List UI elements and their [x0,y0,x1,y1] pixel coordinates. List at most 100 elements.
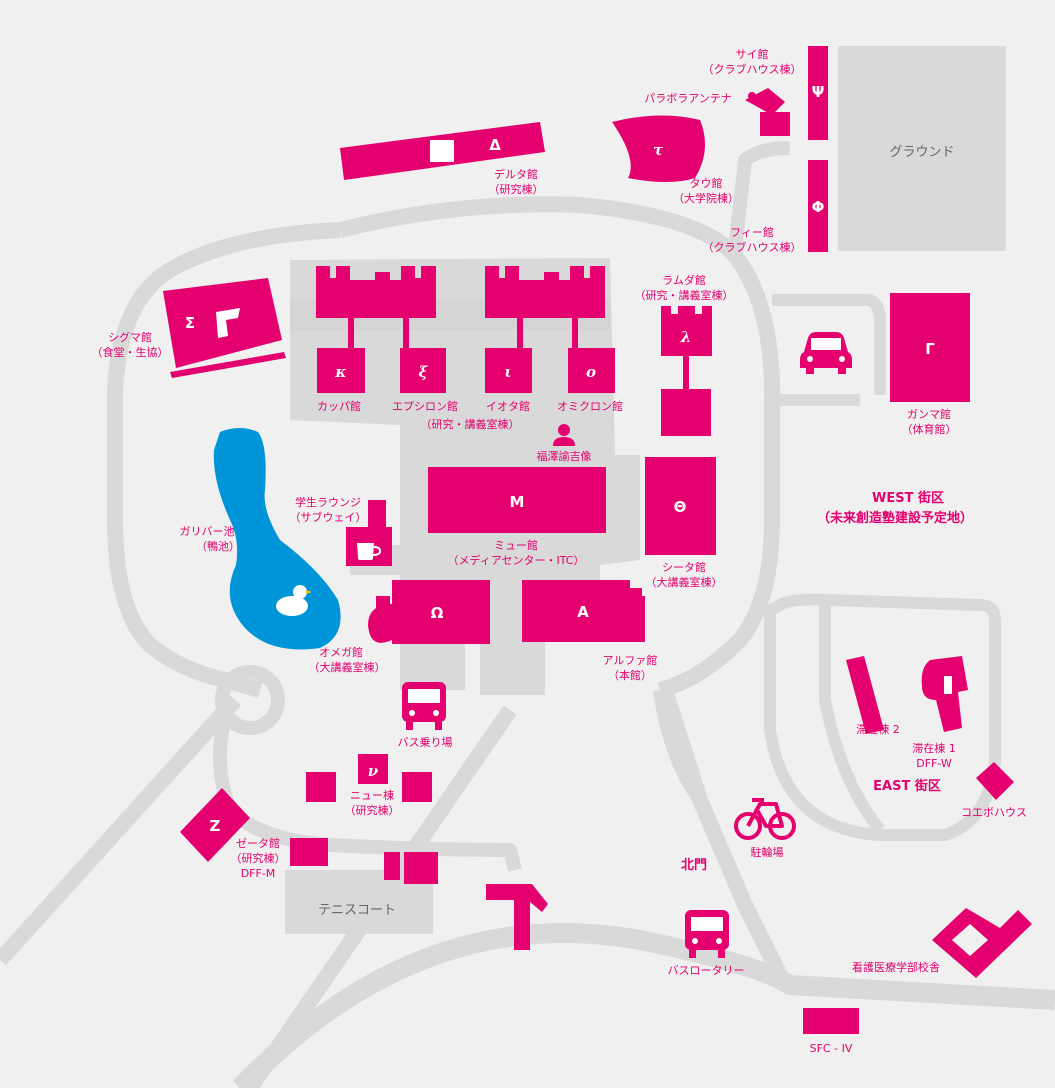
ground-area: グラウンド [838,46,1006,251]
svg-text:DFF-M: DFF-M [241,867,276,880]
bicycle-label: 駐輪場 [751,845,784,859]
svg-text:（研究棟）: （研究棟） [345,803,400,817]
svg-text:（研究・講義室棟）: （研究・講義室棟） [635,288,734,302]
nursing-building[interactable]: 看護医療学部校舎 [852,908,1032,978]
rotary-label: バスロータリー [668,964,745,977]
svg-text:（サブウェイ）: （サブウェイ） [290,510,367,524]
svg-text:デルタ館: デルタ館 [494,167,538,181]
omicron-building[interactable]: ο オミクロン館 [557,348,623,413]
bicycle-icon [734,798,796,840]
svg-text:（研究棟）: （研究棟） [231,851,286,865]
alpha-building[interactable]: Α アルファ館 （本館） [522,580,657,682]
svg-text:Φ: Φ [812,198,825,216]
svg-text:λ: λ [680,328,692,346]
svg-text:（研究棟）: （研究棟） [489,182,544,196]
west-district-label: WEST 街区 [872,490,944,506]
west-district-sub: （未来創造塾建設予定地） [817,510,973,526]
svg-text:シータ館: シータ館 [662,560,706,574]
svg-text:（メディアセンター・ITC）: （メディアセンター・ITC） [447,553,584,567]
bus-icon [402,682,446,730]
svg-text:パラボラアンテナ: パラボラアンテナ [644,92,732,105]
fukuzawa-label: 福澤諭吉像 [537,449,592,463]
iota-building[interactable]: ι イオタ館 [485,348,532,413]
sfc4-building[interactable]: SFC - IV [803,1008,859,1055]
zeta-building[interactable]: Z ゼータ館 （研究棟） DFF-M [180,788,328,880]
svg-text:アルファ館: アルファ館 [603,653,658,667]
svg-text:（大学院棟）: （大学院棟） [673,191,739,205]
coebo-house[interactable]: コエボハウス [961,762,1027,819]
svg-text:M: M [510,493,525,511]
lounge-building[interactable]: 学生ラウンジ （サブウェイ） [290,495,393,566]
svg-text:ニュー棟: ニュー棟 [350,788,394,802]
svg-text:Ψ: Ψ [812,83,825,101]
svg-text:τ: τ [653,141,664,159]
bus-stop-label: バス乗り場 [398,736,453,749]
svg-text:ガンマ館: ガンマ館 [907,407,951,421]
omega-building[interactable]: Ω オメガ館 （大講義室棟） [309,580,491,674]
svg-text:ガリバー池: ガリバー池 [180,525,235,538]
svg-text:κ: κ [334,363,346,381]
svg-text:滞在棟 2: 滞在棟 2 [856,722,900,736]
svg-text:テニスコート: テニスコート [318,903,396,918]
svg-text:エプシロン館: エプシロン館 [392,399,458,413]
svg-text:（体育館）: （体育館） [902,422,957,436]
svg-text:コエボハウス: コエボハウス [961,806,1027,819]
coffee-icon [357,543,382,560]
svg-text:オミクロン館: オミクロン館 [557,399,623,413]
nu-building[interactable]: ν ニュー棟 （研究棟） [306,754,432,817]
car-icon [800,332,852,374]
svg-text:ν: ν [368,762,379,780]
svg-text:Δ: Δ [489,136,501,154]
kappa-group-sub: （研究・講義室棟） [421,417,520,431]
svg-text:Α: Α [577,603,589,621]
svg-text:ラムダ館: ラムダ館 [662,273,706,287]
north-gate-label: 北門 [681,858,707,873]
svg-text:Θ: Θ [674,498,687,516]
kappa-building[interactable]: κ カッパ館 [317,348,365,413]
svg-text:（大講義室棟）: （大講義室棟） [646,575,723,589]
svg-text:（クラブハウス棟）: （クラブハウス棟） [703,240,802,254]
person-icon [553,424,575,446]
theta-building[interactable]: Θ シータ館 （大講義室棟） [645,457,723,589]
svg-text:DFF-W: DFF-W [916,757,952,770]
phi-building[interactable]: Φ フィー館 （クラブハウス棟） [703,160,829,254]
svg-text:ι: ι [504,363,511,381]
svg-text:（クラブハウス棟）: （クラブハウス棟） [703,62,802,76]
svg-text:カッパ館: カッパ館 [317,399,361,413]
svg-text:（大講義室棟）: （大講義室棟） [309,660,386,674]
pond: ガリバー池 （鴨池） [180,428,341,650]
lambda-building[interactable]: λ ラムダ館 （研究・講義室棟） [635,273,734,436]
svg-text:（本館）: （本館） [608,668,652,682]
svg-text:Ω: Ω [431,604,444,622]
svg-text:ゼータ館: ゼータ館 [236,836,280,850]
psi-building[interactable]: Ψ サイ館 （クラブハウス棟） [703,46,829,140]
stay2-building[interactable]: 滞在棟 2 [846,656,900,736]
svg-text:ミュー館: ミュー館 [494,538,538,552]
sigma-building[interactable]: Σ シグマ館 （食堂・生協） [92,278,287,378]
svg-text:学生ラウンジ: 学生ラウンジ [295,495,361,509]
delta-building[interactable]: Δ デルタ館 （研究棟） [340,122,545,196]
svg-text:Z: Z [210,817,221,835]
svg-text:イオタ館: イオタ館 [486,399,530,413]
mu-building[interactable]: M ミュー館 （メディアセンター・ITC） [428,467,606,567]
svg-text:サイ館: サイ館 [736,47,769,61]
stay1-building[interactable]: 滞在棟 1 DFF-W [912,656,968,770]
svg-text:Σ: Σ [185,314,195,332]
east-district-label: EAST 街区 [873,778,941,794]
misc-buildings [384,852,548,950]
svg-text:看護医療学部校舎: 看護医療学部校舎 [852,960,940,974]
xi-building[interactable]: ξ エプシロン館 [392,348,458,413]
parabola-icon: パラボラアンテナ [644,88,790,136]
svg-text:（鴨池）: （鴨池） [196,539,240,553]
kappa-epsilon-complex [316,266,605,348]
svg-text:ο: ο [586,363,596,381]
gamma-building[interactable]: Γ ガンマ館 （体育館） [890,293,970,436]
svg-text:フィー館: フィー館 [730,225,774,239]
tau-building[interactable]: τ タウ館 （大学院棟） [612,115,739,205]
svg-text:シグマ館: シグマ館 [108,330,152,344]
bus-icon [685,910,729,958]
svg-text:（食堂・生協）: （食堂・生協） [92,345,169,359]
duck-icon [276,585,312,616]
svg-text:グラウンド: グラウンド [889,145,954,160]
svg-text:Γ: Γ [925,340,935,358]
